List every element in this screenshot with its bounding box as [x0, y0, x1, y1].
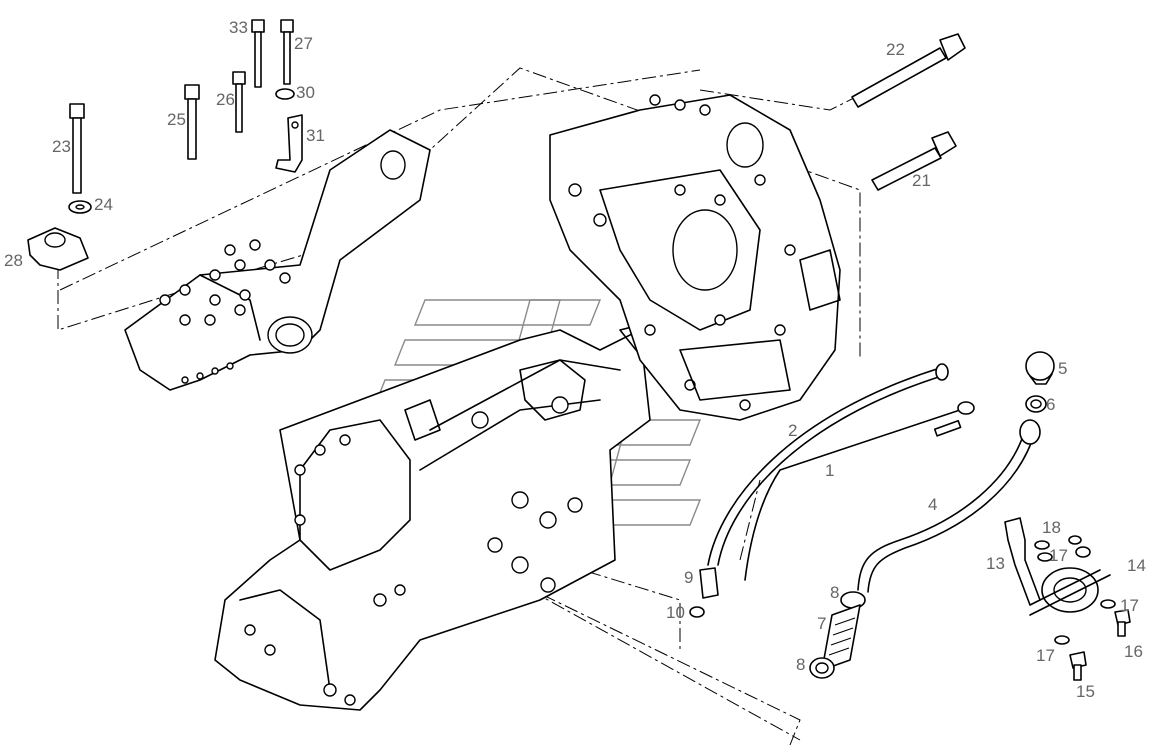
label-8-upper: 8: [830, 583, 839, 602]
bolt-22: [851, 33, 966, 108]
washer-10: [689, 606, 705, 618]
label-13: 13: [986, 554, 1005, 573]
label-8-lower: 8: [796, 655, 805, 674]
label-1: 1: [825, 461, 834, 480]
label-16: 16: [1124, 642, 1143, 661]
label-17a: 17: [1049, 546, 1068, 565]
tube-2: [707, 363, 949, 566]
hose-7: [821, 604, 861, 671]
washer-6: [1025, 395, 1047, 413]
label-14: 14: [1127, 556, 1146, 575]
bolt-25: [184, 84, 200, 160]
label-18: 18: [1042, 518, 1061, 537]
clip-31: [275, 114, 303, 173]
label-30: 30: [296, 83, 315, 102]
label-2: 2: [788, 421, 797, 440]
dipstick-1: [744, 401, 975, 581]
tube-4: [857, 419, 1041, 593]
bell-housing: [549, 94, 841, 421]
label-6: 6: [1046, 395, 1055, 414]
label-22: 22: [886, 40, 905, 59]
bracket-13: [1004, 517, 1041, 606]
plug-5: [1025, 351, 1055, 385]
label-15: 15: [1076, 682, 1095, 701]
label-9: 9: [684, 568, 693, 587]
clamp-14: [1029, 567, 1111, 616]
bracket-28: [27, 227, 89, 271]
bolt-26: [232, 71, 246, 133]
bolt-21: [871, 131, 957, 191]
label-4: 4: [928, 495, 937, 514]
label-17b: 17: [1120, 596, 1139, 615]
label-25: 25: [167, 110, 186, 129]
washers-17-18: [1034, 535, 1116, 645]
label-28: 28: [4, 251, 23, 270]
label-23: 23: [52, 137, 71, 156]
callout-labels: 33 27 30 26 25 31 23 24 28 22 21 5 6 2 1…: [4, 18, 1146, 701]
bolt-16: [1114, 609, 1131, 637]
label-5: 5: [1058, 359, 1067, 378]
label-27: 27: [294, 34, 313, 53]
label-10: 10: [666, 603, 685, 622]
bolt-33: [251, 19, 265, 88]
nut-8-upper: [840, 591, 866, 609]
label-33: 33: [229, 18, 248, 37]
washer-24: [68, 200, 92, 214]
transmission-housing: [214, 319, 671, 711]
fitting-9: [699, 567, 719, 599]
washer-30: [275, 88, 295, 100]
label-21: 21: [912, 171, 931, 190]
bolt-23: [69, 103, 85, 194]
label-17c: 17: [1036, 646, 1055, 665]
label-26: 26: [216, 90, 235, 109]
bolt-27: [280, 19, 294, 85]
bolt-15: [1069, 651, 1087, 681]
assembly-centerlines: [57, 67, 871, 746]
label-24: 24: [94, 195, 113, 214]
label-7: 7: [817, 614, 826, 633]
label-31: 31: [306, 126, 325, 145]
lift-support-bracket: [124, 129, 431, 391]
nut-8-lower: [809, 657, 835, 679]
